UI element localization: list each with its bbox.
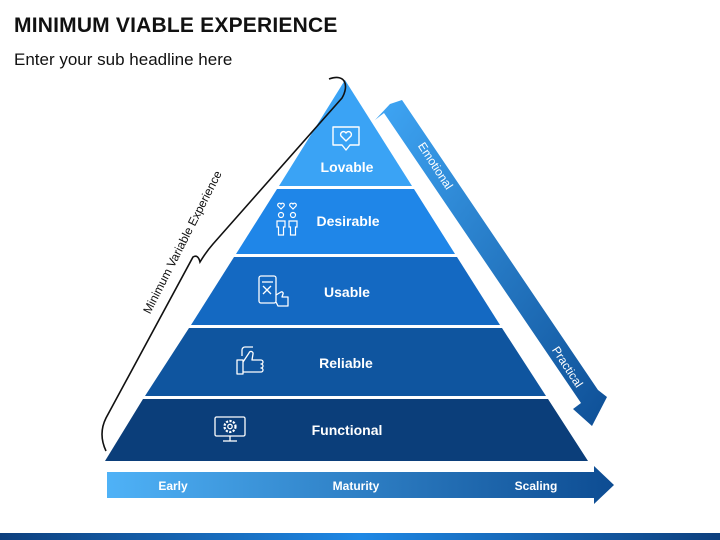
pyramid-level-reliable (145, 328, 546, 396)
axis-label-early: Early (158, 479, 188, 493)
pyramid-level-desirable (236, 189, 455, 254)
couple-heart-icon (276, 202, 298, 236)
emotional-practical-arrow (375, 100, 607, 426)
tablet-touch-icon (258, 275, 289, 307)
level-label-lovable: Lovable (321, 159, 374, 175)
hand-thumb-icon (236, 346, 264, 375)
axis-label-scaling: Scaling (515, 479, 558, 493)
level-label-desirable: Desirable (316, 213, 379, 229)
page-subtitle: Enter your sub headline here (14, 50, 233, 69)
pyramid (105, 80, 588, 461)
experience-bracket (101, 76, 347, 452)
monitor-gear-icon (214, 416, 246, 442)
pyramid-level-usable (191, 257, 500, 325)
page-title: MINIMUM VIABLE EXPERIENCE (14, 14, 338, 37)
level-label-functional: Functional (312, 422, 383, 438)
axis-label-maturity: Maturity (333, 479, 380, 493)
heart-chat-icon (332, 126, 360, 151)
maturity-arrow (107, 466, 614, 504)
footer-stripe (0, 533, 720, 540)
level-label-usable: Usable (324, 284, 370, 300)
level-label-reliable: Reliable (319, 355, 373, 371)
pyramid-level-functional (105, 399, 588, 461)
